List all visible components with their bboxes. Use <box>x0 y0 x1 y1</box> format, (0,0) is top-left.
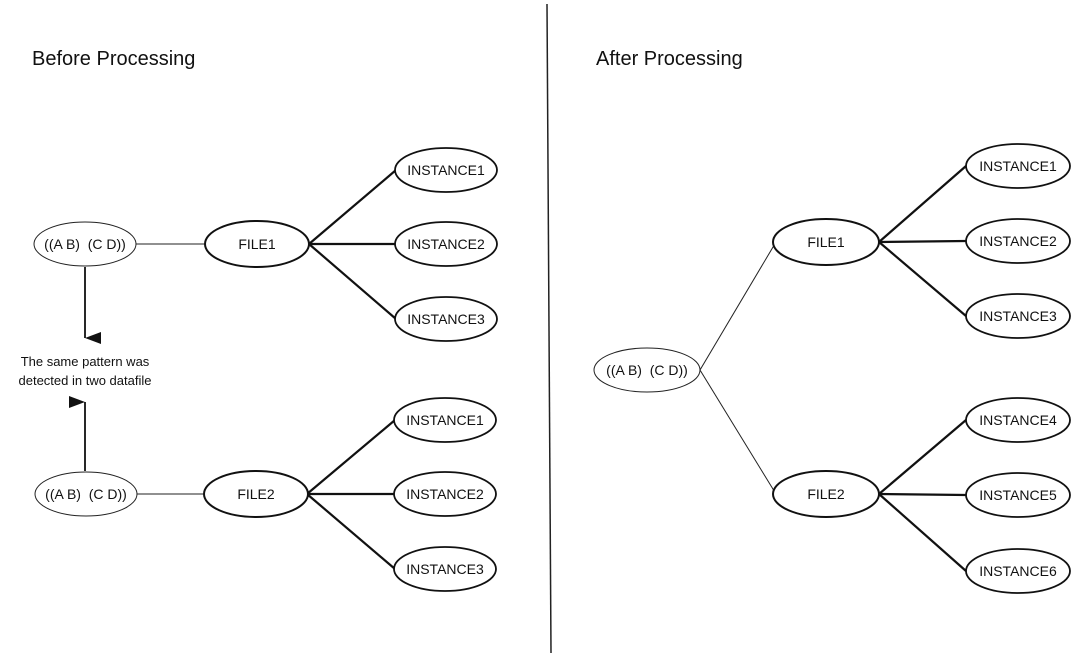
panel-divider <box>546 3 552 653</box>
node-label: INSTANCE3 <box>979 308 1057 324</box>
before-pattern-node-1: ((A B) (C D)) <box>33 221 137 267</box>
node-label: ((A B) (C D)) <box>45 486 127 502</box>
before-file2-instance2-node: INSTANCE2 <box>393 471 497 517</box>
before-file1-instance3-node: INSTANCE3 <box>394 296 498 342</box>
node-label: FILE2 <box>237 486 275 502</box>
edge-file2-instance1 <box>306 419 396 495</box>
edge-file2-instance4 <box>878 419 967 495</box>
node-label: FILE1 <box>807 234 845 250</box>
after-instance1-node: INSTANCE1 <box>965 143 1071 189</box>
before-file2-instance1-node: INSTANCE1 <box>393 397 497 443</box>
before-file2-node: FILE2 <box>203 470 309 518</box>
after-processing-title: After Processing <box>596 48 743 70</box>
after-tree: ((A B) (C D)) FILE1 FILE2 INSTANCE1 INST… <box>593 143 1071 594</box>
before-group-2: ((A B) (C D)) FILE2 INSTANCE1 INSTANCE2 … <box>34 397 497 592</box>
before-file2-instance3-node: INSTANCE3 <box>393 546 497 592</box>
node-label: INSTANCE1 <box>979 158 1057 174</box>
edge-file2-instance6 <box>878 493 967 572</box>
after-pattern-node: ((A B) (C D)) <box>593 347 701 393</box>
after-instance3-node: INSTANCE3 <box>965 293 1071 339</box>
node-label: INSTANCE2 <box>979 233 1057 249</box>
node-label: FILE1 <box>238 236 276 252</box>
before-processing-title: Before Processing <box>32 48 196 70</box>
before-group-1: ((A B) (C D)) FILE1 INSTANCE1 INSTANCE2 … <box>33 147 498 342</box>
node-label: INSTANCE2 <box>406 486 484 502</box>
after-instance2-node: INSTANCE2 <box>965 218 1071 264</box>
node-label: FILE2 <box>807 486 845 502</box>
after-instance5-node: INSTANCE5 <box>965 472 1071 518</box>
node-label: ((A B) (C D)) <box>44 236 126 252</box>
before-pattern-node-2: ((A B) (C D)) <box>34 471 138 517</box>
node-label: INSTANCE3 <box>406 561 484 577</box>
edge-pattern-file2 <box>699 369 777 495</box>
edge-pattern-file1 <box>699 241 777 371</box>
node-label: INSTANCE1 <box>406 412 484 428</box>
edge-file2-instance5 <box>878 492 967 497</box>
edge-file1-instance1 <box>878 165 967 243</box>
after-file2-node: FILE2 <box>772 470 880 518</box>
edge-file1-instance3 <box>878 241 967 317</box>
before-file1-instance2-node: INSTANCE2 <box>394 221 498 267</box>
before-file1-node: FILE1 <box>204 220 310 268</box>
edge-file2-instance3 <box>306 493 396 570</box>
same-pattern-note: The same pattern was detected in two dat… <box>18 354 152 388</box>
node-label: INSTANCE6 <box>979 563 1057 579</box>
before-file1-instance1-node: INSTANCE1 <box>394 147 498 193</box>
edge-file1-instance3 <box>308 243 397 320</box>
after-instance4-node: INSTANCE4 <box>965 397 1071 443</box>
edge-file1-instance1 <box>308 169 397 245</box>
node-label: ((A B) (C D)) <box>606 362 688 378</box>
node-label: INSTANCE1 <box>407 162 485 178</box>
node-label: INSTANCE4 <box>979 412 1057 428</box>
after-instance6-node: INSTANCE6 <box>965 548 1071 594</box>
node-label: INSTANCE2 <box>407 236 485 252</box>
after-file1-node: FILE1 <box>772 218 880 266</box>
edge-file1-instance2 <box>878 239 967 244</box>
node-label: INSTANCE3 <box>407 311 485 327</box>
node-label: INSTANCE5 <box>979 487 1057 503</box>
